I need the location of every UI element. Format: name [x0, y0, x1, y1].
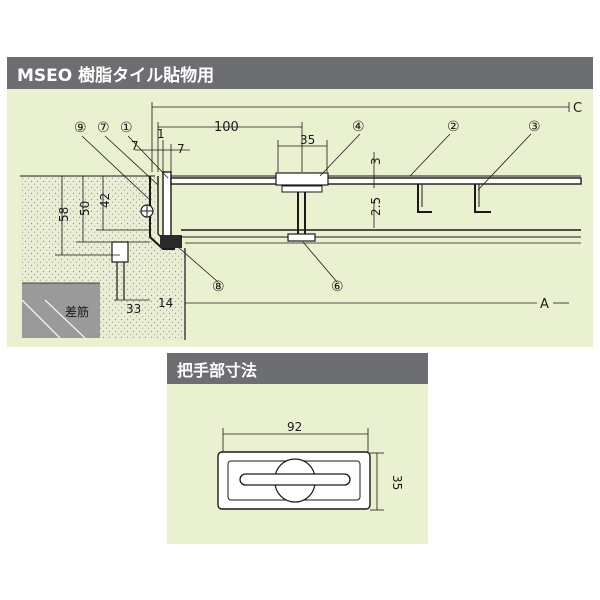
concrete-pit: [155, 248, 186, 340]
dim-3-label: 3: [369, 157, 383, 165]
dim-7-left-label: 7: [131, 139, 139, 153]
anchor-bolt: [140, 204, 154, 218]
callout-4: ④: [352, 119, 365, 135]
dim-7-right-label: 7: [177, 142, 185, 156]
dim-c-line: [151, 102, 570, 172]
dim-7-1-lines: [135, 140, 190, 172]
dim-58-label: 58: [57, 207, 71, 222]
dim-50-label: 50: [78, 201, 92, 216]
dim-a-label: A: [540, 297, 549, 312]
dim-c-label: C: [573, 101, 582, 116]
dim-1-label: 1: [157, 127, 165, 141]
dim-100-label: 100: [214, 120, 239, 135]
handle-section-title: 把手部寸法: [177, 360, 258, 380]
handle-dim-35-line: [370, 452, 384, 511]
floor-finish-gray: [21, 282, 100, 339]
dim-42-label: 42: [98, 193, 112, 208]
dim-33-label: 33: [126, 302, 141, 316]
dim-vertical-lines: [55, 176, 150, 256]
dim-35-top-line: [277, 140, 328, 172]
callout-1: ①: [120, 120, 133, 136]
hinge-pin: [287, 233, 316, 242]
rebar-anchor: [111, 241, 129, 300]
handle-height-label: 35: [390, 475, 404, 490]
callout-3: ③: [528, 119, 541, 135]
handle-grip: [239, 458, 351, 503]
rubber-gasket: [160, 235, 182, 248]
dim-14-label: 14: [158, 296, 173, 310]
main-section-header: MSEO 樹脂タイル貼物用: [7, 57, 593, 89]
callout-2: ②: [447, 119, 460, 135]
support-channel-a: [417, 184, 432, 213]
callout-8: ⑧: [212, 279, 225, 295]
dim-3-line: [368, 152, 380, 228]
handle-width-label: 92: [287, 420, 302, 434]
callout-leaders: [81, 133, 532, 283]
callout-7: ⑦: [97, 120, 110, 136]
handle-section-header: 把手部寸法: [167, 353, 428, 384]
support-channel-b: [474, 184, 491, 213]
dim-100-line: [157, 122, 303, 172]
hinge-bracket: [275, 172, 329, 237]
dim-2-5-label: 2.5: [369, 197, 383, 216]
callout-6: ⑥: [331, 279, 344, 295]
callout-9: ⑨: [74, 120, 87, 136]
main-section-title: MSEO 樹脂タイル貼物用: [17, 65, 215, 86]
dim-35-top-label: 35: [300, 133, 315, 147]
rebar-label: 差筋: [65, 304, 89, 319]
